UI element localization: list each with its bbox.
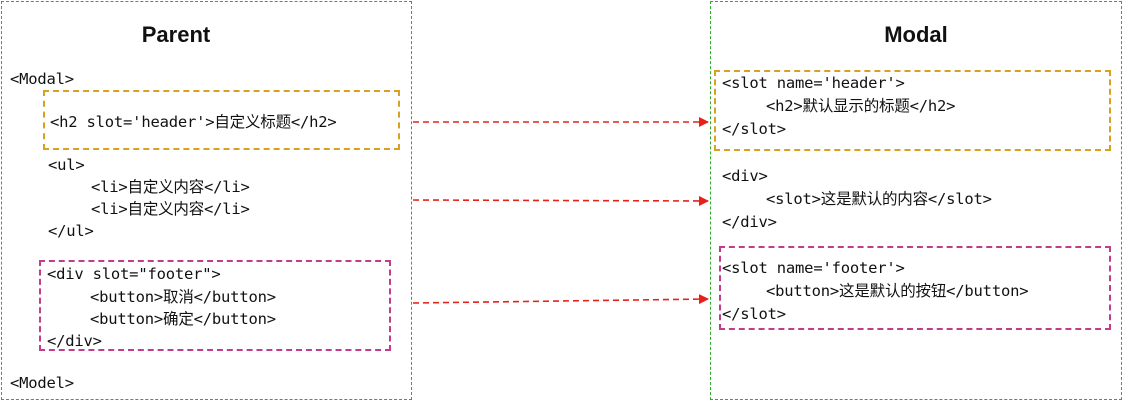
arrow-content bbox=[412, 195, 709, 206]
modal-header-box bbox=[714, 70, 1111, 151]
parent-footer-close: </div> bbox=[47, 332, 102, 350]
modal-panel bbox=[710, 1, 1122, 400]
parent-ul-open: <ul> bbox=[48, 156, 85, 174]
modal-div-default: <slot>这是默认的内容</slot> bbox=[766, 190, 992, 208]
modal-footer-box bbox=[719, 246, 1111, 330]
modal-div-close: </div> bbox=[722, 213, 777, 231]
modal-footer-close: </slot> bbox=[722, 305, 786, 323]
modal-header-open: <slot name='header'> bbox=[722, 74, 905, 92]
parent-ul-close: </ul> bbox=[48, 222, 94, 240]
modal-header-default: <h2>默认显示的标题</h2> bbox=[766, 97, 956, 115]
parent-open-tag: <Modal> bbox=[10, 70, 74, 88]
parent-button-cancel: <button>取消</button> bbox=[90, 288, 276, 306]
parent-header-line: <h2 slot='header'>自定义标题</h2> bbox=[50, 113, 337, 131]
parent-li-1: <li>自定义内容</li> bbox=[91, 178, 250, 196]
modal-title: Modal bbox=[884, 22, 948, 47]
parent-header-box bbox=[43, 90, 400, 150]
parent-footer-box bbox=[39, 260, 391, 351]
parent-footer-open: <div slot="footer"> bbox=[47, 265, 221, 283]
arrow-footer bbox=[412, 294, 709, 305]
parent-li-2: <li>自定义内容</li> bbox=[91, 200, 250, 218]
modal-footer-open: <slot name='footer'> bbox=[722, 259, 905, 277]
parent-close-tag: <Model> bbox=[10, 374, 74, 392]
parent-button-confirm: <button>确定</button> bbox=[90, 310, 276, 328]
parent-title: Parent bbox=[141, 22, 211, 47]
modal-div-open: <div> bbox=[722, 167, 768, 185]
modal-footer-default: <button>这是默认的按钮</button> bbox=[766, 282, 1029, 300]
parent-panel bbox=[1, 1, 412, 400]
modal-header-close: </slot> bbox=[722, 120, 786, 138]
